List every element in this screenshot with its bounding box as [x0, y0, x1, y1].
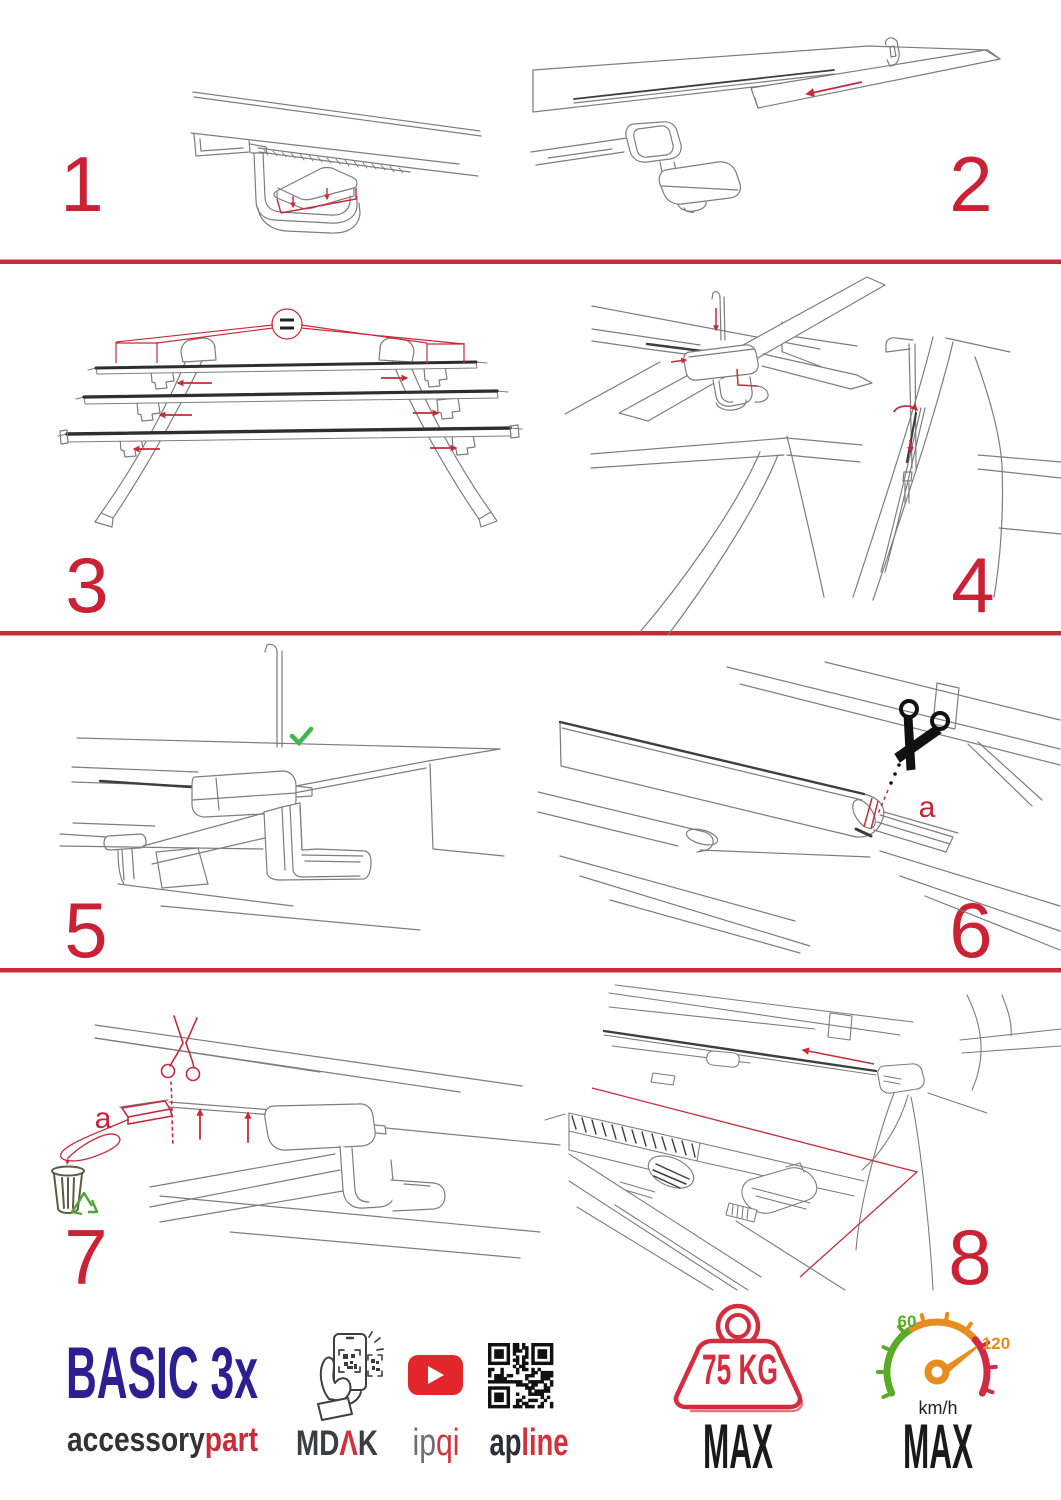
svg-text:ipqi: ipqi: [413, 1422, 460, 1464]
svg-text:5: 5: [64, 886, 107, 974]
svg-text:60: 60: [898, 1312, 917, 1331]
svg-text:accessorypart: accessorypart: [67, 1421, 258, 1459]
svg-text:1: 1: [60, 140, 103, 228]
svg-text:2: 2: [949, 140, 992, 228]
svg-text:75 KG: 75 KG: [702, 1346, 778, 1394]
svg-text:3: 3: [65, 541, 108, 629]
svg-text:6: 6: [949, 886, 992, 974]
svg-text:7: 7: [64, 1213, 107, 1301]
svg-text:MAX: MAX: [703, 1412, 773, 1482]
svg-text:a: a: [95, 1102, 112, 1135]
svg-text:8: 8: [948, 1213, 991, 1301]
svg-text:MDΛK: MDΛK: [296, 1424, 378, 1463]
svg-text:4: 4: [951, 541, 994, 629]
svg-text:MAX: MAX: [903, 1412, 973, 1482]
svg-text:120: 120: [982, 1334, 1010, 1353]
svg-text:BASIC 3x: BASIC 3x: [66, 1333, 258, 1414]
svg-text:km/h: km/h: [918, 1398, 957, 1418]
svg-text:a: a: [919, 791, 936, 824]
svg-text:apline: apline: [490, 1422, 569, 1464]
